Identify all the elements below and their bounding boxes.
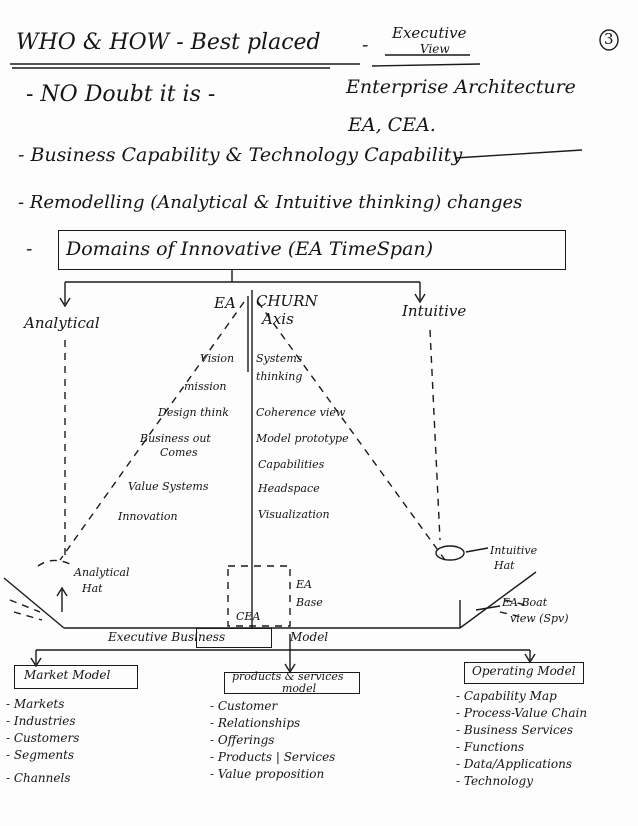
list-item: - Process-Value Chain — [456, 706, 588, 720]
products-model-title-line1: products & services — [232, 670, 344, 683]
list-item: - Functions — [456, 740, 525, 754]
ea-base-line1: EA — [296, 578, 312, 591]
bullet-ea-cea: EA, CEA. — [348, 114, 436, 136]
right-item-thinking: thinking — [256, 370, 303, 383]
list-item: - Customer — [210, 699, 278, 713]
label-ea: EA — [214, 294, 236, 312]
domains-box — [58, 230, 566, 270]
title-separator: - — [362, 34, 369, 56]
list-item: - Channels — [6, 771, 71, 785]
ebm-right: Model — [290, 630, 329, 644]
analytical-hat-line1: Analytical — [74, 566, 130, 579]
market-model-list: - Markets - Industries - Customers - Seg… — [6, 696, 79, 787]
list-item: - Offerings — [210, 733, 275, 747]
intuitive-hat-line2: Hat — [494, 559, 515, 572]
right-item-systems: Systems — [256, 352, 303, 365]
bullet-domains-dash: - — [26, 238, 33, 260]
left-item-business-out: Business out — [140, 432, 211, 445]
list-item: - Products | Services — [210, 750, 336, 764]
list-item: - Industries — [6, 714, 76, 728]
list-item: - Customers — [6, 731, 80, 745]
label-axis: Axis — [262, 310, 294, 328]
operating-model-list: - Capability Map - Process-Value Chain -… — [456, 688, 587, 790]
list-item: - Technology — [456, 774, 533, 788]
list-item: - Data/Applications — [456, 757, 573, 771]
operating-model-box — [464, 662, 584, 684]
label-churn: CHURN — [256, 292, 318, 310]
title-view-top: Executive — [392, 24, 467, 42]
right-item-model-prototype: Model prototype — [256, 432, 349, 445]
list-item: - Markets — [6, 697, 65, 711]
list-item: - Value proposition — [210, 767, 325, 781]
left-item-value-systems: Value Systems — [128, 480, 209, 493]
left-item-innovation: Innovation — [118, 510, 178, 523]
bullet-remodelling: - Remodelling (Analytical & Intuitive th… — [18, 192, 523, 213]
page-title: WHO & HOW - Best placed — [16, 30, 321, 55]
ea-boat-line2: view (Spv) — [510, 612, 569, 625]
left-item-comes: Comes — [160, 446, 198, 459]
products-model-list: - Customer - Relationships - Offerings -… — [210, 698, 335, 783]
list-item: - Capability Map — [456, 689, 557, 703]
left-item-vision: Vision — [200, 352, 235, 365]
intuitive-hat-line1: Intuitive — [490, 544, 538, 557]
list-item: - Relationships — [210, 716, 301, 730]
right-item-visualization: Visualization — [258, 508, 330, 521]
title-view-bottom: View — [420, 42, 450, 56]
bullet-capability: - Business Capability & Technology Capab… — [18, 144, 463, 166]
ea-boat-line1: EA Boat — [502, 596, 548, 609]
products-model-title-line2: model — [282, 682, 317, 695]
cea-label: CEA — [236, 610, 261, 623]
ea-base-line2: Base — [296, 596, 323, 609]
left-item-design-think: Design think — [158, 406, 229, 419]
right-item-coherence-view: Coherence view — [256, 406, 346, 419]
operating-model-title: Operating Model — [472, 664, 576, 678]
left-item-mission: mission — [184, 380, 227, 393]
list-item: - Business Services — [456, 723, 574, 737]
market-model-box — [14, 665, 138, 689]
label-intuitive: Intuitive — [402, 302, 467, 320]
list-item: - Segments — [6, 748, 75, 762]
ebm-box — [196, 628, 272, 648]
right-item-capabilities: Capabilities — [258, 458, 325, 471]
products-model-box — [224, 672, 360, 694]
analytical-hat-line2: Hat — [82, 582, 103, 595]
market-model-title: Market Model — [24, 668, 111, 682]
label-analytical: Analytical — [24, 314, 100, 332]
bullet-enterprise-architecture: Enterprise Architecture — [346, 76, 576, 98]
ebm-left: Executive Business — [108, 630, 226, 644]
page-number: 3 — [604, 30, 614, 48]
right-item-headspace: Headspace — [258, 482, 320, 495]
domains-of-innovative: Domains of Innovative (EA TimeSpan) — [66, 238, 434, 260]
bullet-no-doubt: - NO Doubt it is - — [26, 82, 216, 107]
